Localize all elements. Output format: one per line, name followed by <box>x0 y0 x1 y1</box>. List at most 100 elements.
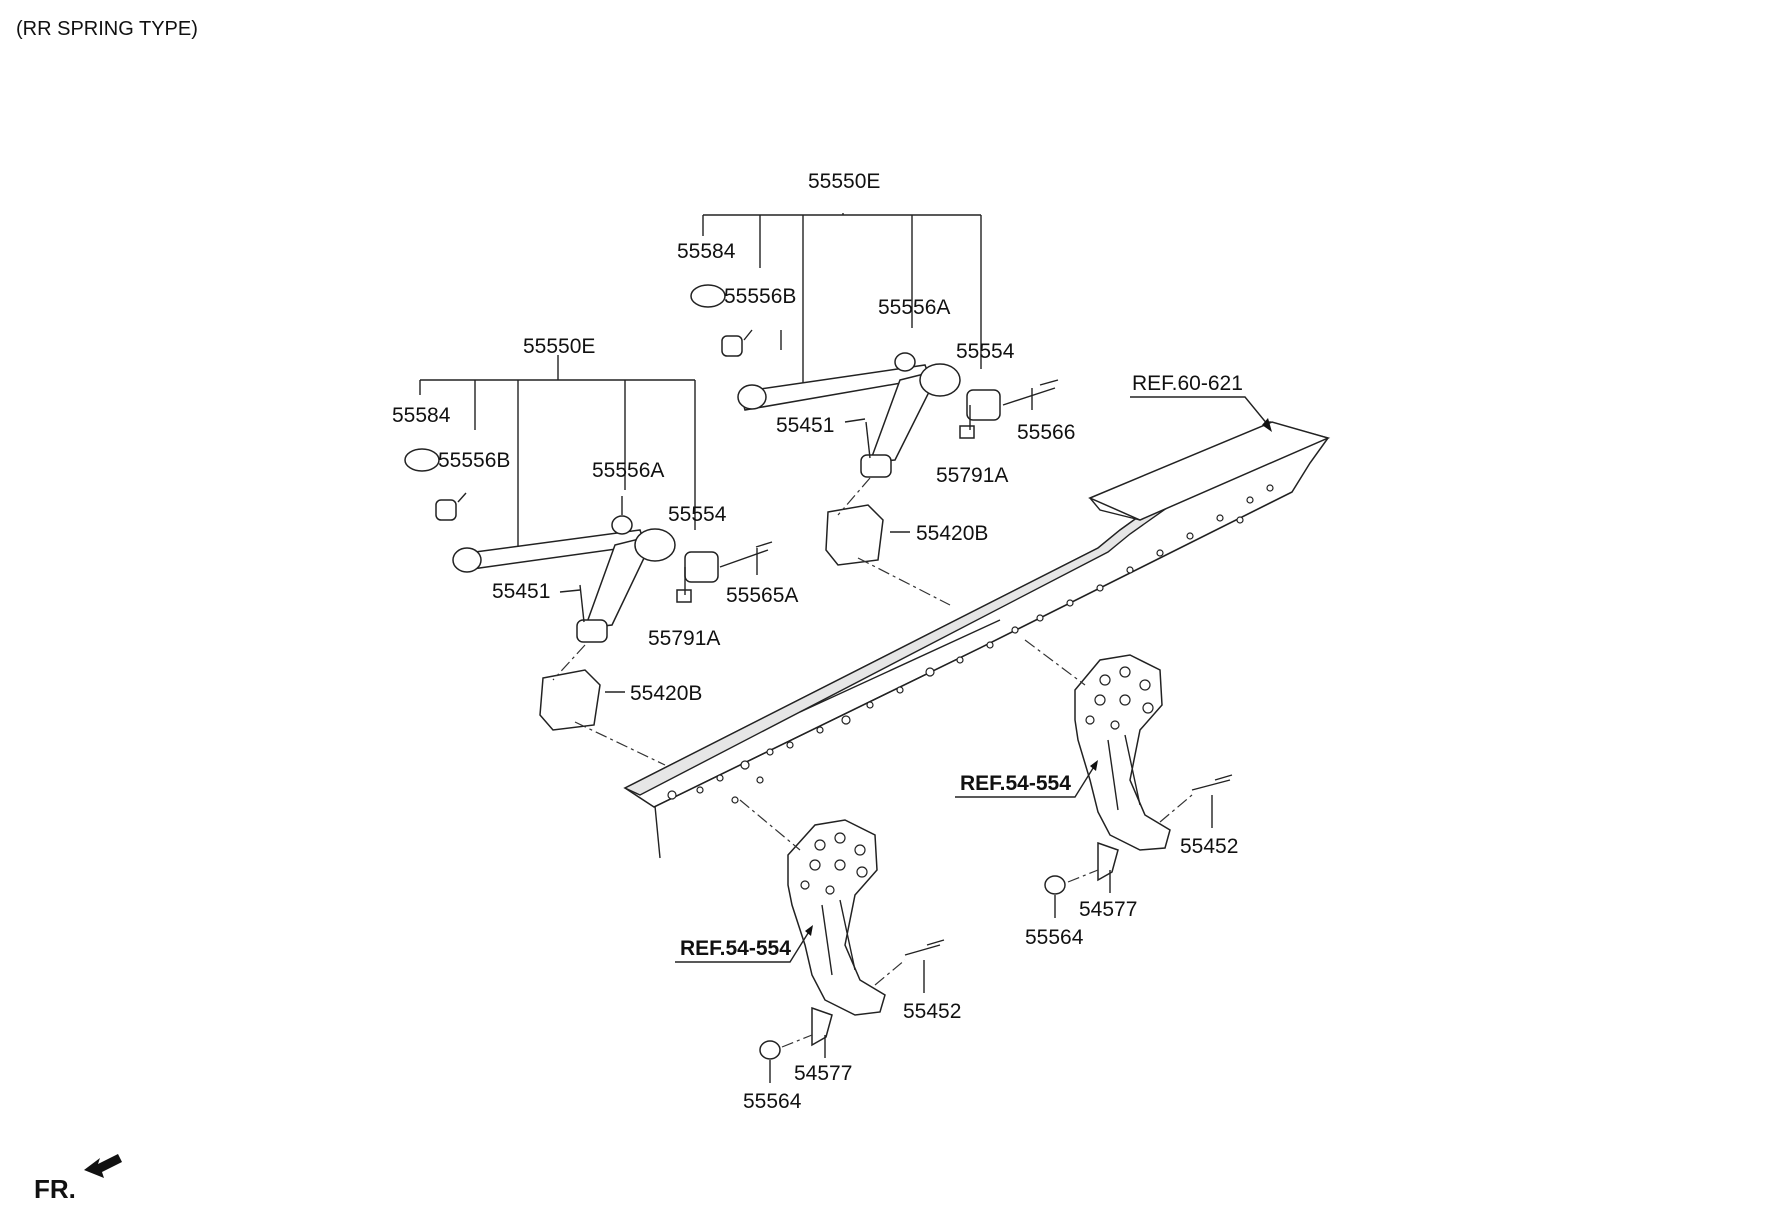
upper-bush-b-label: 55556B <box>724 285 796 308</box>
right-hanger-ref-label: REF.54-554 <box>960 772 1071 795</box>
frame-ref-callout: REF.60-621 <box>1130 372 1272 432</box>
right-hanger-leaders <box>1054 795 1213 918</box>
lower-stud-bolt-shape <box>579 584 585 623</box>
lower-arm-assembly: 55550E 55584 55556B 55556A 55554 55565A … <box>392 335 798 766</box>
left-hanger-holes <box>800 832 868 895</box>
right-nut-shape <box>1044 875 1066 895</box>
frame-rail-end-edge <box>1089 497 1141 521</box>
right-hanger-dash <box>1067 794 1193 883</box>
upper-bush-label: 55554 <box>956 340 1015 363</box>
left-hanger-shape <box>787 819 886 1016</box>
lower-stud-bolt-label: 55451 <box>492 580 550 603</box>
left-plate-label: 54577 <box>794 1062 852 1085</box>
upper-arm-front-eye <box>737 384 767 410</box>
left-plate-shape <box>811 1006 833 1047</box>
front-arrow-icon <box>84 1154 122 1178</box>
frame-rail-lower-edge <box>654 805 661 859</box>
front-label: FR. <box>34 1174 76 1204</box>
right-bolt-label: 55452 <box>1180 835 1238 858</box>
lower-arm-to-bracket-dash <box>552 644 586 681</box>
lower-arm-lower-eye <box>576 619 608 643</box>
upper-bush-shape <box>966 389 1001 421</box>
left-hanger-ref-leader <box>675 929 811 963</box>
right-plate-label: 54577 <box>1079 898 1137 921</box>
lower-leaders <box>457 492 758 575</box>
upper-assy-bracket-lines <box>702 213 982 385</box>
left-hanger-assembly: REF.54-554 55452 54577 55564 <box>675 799 961 1113</box>
frame-rail-web-line <box>653 491 1293 808</box>
right-hanger-ref-leader <box>955 764 1096 798</box>
lower-bush-b-shape <box>435 499 457 521</box>
diagram-title: (RR SPRING TYPE) <box>16 18 198 40</box>
right-hanger-holes <box>1085 666 1154 730</box>
upper-bush-a-shape <box>894 352 916 372</box>
upper-rubber-cap-shape <box>690 284 726 308</box>
right-hanger-shape <box>1074 654 1171 851</box>
front-direction-marker: FR. <box>34 1154 122 1204</box>
upper-nut-label: 55791A <box>936 464 1008 487</box>
lower-nut-shape <box>676 589 692 603</box>
lower-bracket-shape <box>539 669 601 731</box>
upper-bolt-label: 55566 <box>1017 421 1075 444</box>
frame-ref-label: REF.60-621 <box>1132 372 1243 395</box>
lower-rubber-cap-shape <box>404 448 440 472</box>
left-nut-label: 55564 <box>743 1090 802 1113</box>
lower-bush-shape <box>684 551 719 583</box>
upper-bracket-label: 55420B <box>916 522 988 545</box>
left-hanger-ref-arrow-icon <box>805 925 813 936</box>
right-hanger-assembly: REF.54-554 55452 54577 55564 <box>955 639 1238 949</box>
lower-bush-label: 55554 <box>668 503 727 526</box>
left-bolt-shape <box>904 939 945 956</box>
lower-arm-rear-eye <box>634 528 676 562</box>
lower-bolt-label: 55565A <box>726 584 798 607</box>
upper-leaders <box>743 329 1033 410</box>
right-bolt-shape <box>1191 774 1233 791</box>
lower-leaders-2 <box>559 567 686 595</box>
lower-assy-bracket-lines <box>419 355 696 548</box>
upper-rubber-cap-label: 55584 <box>677 240 736 263</box>
upper-leaders-2 <box>844 405 971 430</box>
lower-bracket-to-frame-dash <box>574 721 666 766</box>
lower-rubber-cap-label: 55584 <box>392 404 451 427</box>
right-hanger-ref-arrow-icon <box>1090 760 1098 771</box>
left-hanger-ribs <box>821 899 856 976</box>
upper-arm-lower-eye <box>860 454 892 478</box>
left-hanger-leaders <box>769 960 925 1083</box>
lower-assy-label: 55550E <box>523 335 595 358</box>
upper-bush-a-label: 55556A <box>878 296 950 319</box>
lower-nut-label: 55791A <box>648 627 720 650</box>
upper-stud-bolt-label: 55451 <box>776 414 834 437</box>
upper-bracket-shape <box>825 504 884 566</box>
upper-bolt-shape <box>1002 379 1059 406</box>
upper-nut-shape <box>959 425 975 439</box>
frame-rail-holes <box>667 484 1274 804</box>
lower-arm-front-eye <box>452 547 482 573</box>
right-nut-label: 55564 <box>1025 926 1084 949</box>
lower-bush-a-shape <box>611 515 633 535</box>
lower-bracket-label: 55420B <box>630 682 702 705</box>
frame-rail-step-line <box>799 619 1001 713</box>
upper-bush-b-shape <box>721 335 743 357</box>
right-hanger-to-frame-dash <box>1024 639 1086 686</box>
lower-bush-b-label: 55556B <box>438 449 510 472</box>
left-bolt-label: 55452 <box>903 1000 961 1023</box>
right-plate-shape <box>1097 841 1119 882</box>
frame-ref-arrow-icon <box>1262 418 1272 432</box>
upper-assy-label: 55550E <box>808 170 880 193</box>
upper-bracket-to-frame-dash <box>857 557 951 606</box>
left-hanger-to-frame-dash <box>739 799 801 851</box>
lower-bush-a-label: 55556A <box>592 459 664 482</box>
left-hanger-dash <box>781 959 906 1048</box>
left-nut-shape <box>759 1040 781 1060</box>
right-hanger-ribs <box>1107 734 1141 811</box>
upper-arm-assembly: 55550E 55584 55556B 55556A 55554 55566 5… <box>677 170 1075 606</box>
upper-arm-rear-eye <box>919 363 961 397</box>
upper-stud-bolt-shape <box>865 421 871 459</box>
frame-rail <box>623 421 1331 859</box>
upper-arm-to-bracket-dash <box>837 477 871 516</box>
frame-ref-leader <box>1130 396 1269 426</box>
frame-rail-end-cap <box>1088 421 1331 521</box>
lower-bolt-shape <box>719 541 773 568</box>
